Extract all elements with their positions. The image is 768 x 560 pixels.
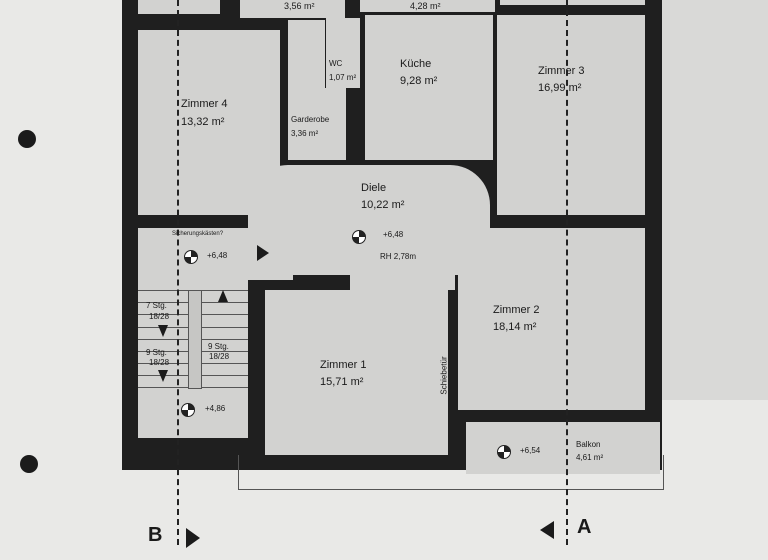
bad-area: 3,56 m² (282, 1, 317, 11)
zimmer2-name: Zimmer 2 (493, 304, 540, 316)
stair-up-arrow-icon (218, 290, 228, 302)
zimmer4-area: 13,32 m² (181, 116, 225, 128)
room-wc (326, 18, 360, 88)
room-top-left (138, 0, 220, 14)
paper-shadow (662, 0, 768, 400)
punch-hole (18, 130, 36, 148)
balkon-name: Balkon (576, 440, 601, 449)
zimmer3-area: 16,99 m² (538, 82, 582, 94)
stair-down-arrow-icon (158, 370, 168, 382)
section-line-b (177, 0, 179, 545)
punch-hole (20, 455, 38, 473)
stair-level-bottom: +4,86 (205, 404, 226, 413)
flight3-ratio: 18/28 (209, 352, 230, 361)
room-zimmer2 (458, 228, 645, 410)
stair-landing (248, 228, 293, 280)
section-a-arrow-icon (540, 521, 554, 539)
kueche-area: 9,28 m² (400, 75, 438, 87)
wc-area: 1,07 m² (329, 73, 357, 82)
level-marker-icon (497, 445, 511, 459)
entrance-arrow-icon (257, 245, 269, 261)
zimmer1-name: Zimmer 1 (320, 359, 367, 371)
flight1: 7 Stg. (146, 301, 167, 310)
stair-note: Sicherungskästen? (172, 231, 224, 237)
balkon-level: +6,54 (520, 446, 541, 455)
stair-level-top: +6,48 (207, 251, 228, 260)
level-marker-icon (184, 250, 198, 264)
room-zimmer1 (265, 290, 448, 455)
flight2: 9 Stg. (146, 348, 167, 357)
stair-spine (188, 290, 202, 389)
room-garderobe-lower (288, 88, 346, 160)
garderobe-area: 3,36 m² (291, 129, 319, 138)
room-top-right (500, 0, 645, 5)
room-balkon (466, 422, 660, 474)
section-b-arrow-icon (186, 528, 200, 548)
balcony-outline (238, 455, 664, 490)
flight3: 9 Stg. (208, 342, 229, 351)
room-diele-lower (350, 260, 455, 290)
level-marker-icon (352, 230, 366, 244)
wc-name: WC (329, 59, 343, 68)
diele-name: Diele (361, 182, 387, 194)
top-mid-area: 4,28 m² (408, 1, 443, 11)
flight1-ratio: 18/28 (149, 312, 170, 321)
garderobe-name: Garderobe (291, 115, 330, 124)
zimmer3-name: Zimmer 3 (538, 65, 585, 77)
diele-level: +6,48 (383, 230, 404, 239)
flight2-ratio: 18/28 (149, 358, 170, 367)
room-zimmer3 (497, 15, 645, 215)
balkon-area: 4,61 m² (576, 453, 604, 462)
schiebetuer-label: Schiebetür (439, 356, 449, 395)
zimmer1-area: 15,71 m² (320, 376, 364, 388)
zimmer4-name: Zimmer 4 (181, 98, 228, 110)
section-b-label: B (148, 524, 163, 546)
section-a-label: A (577, 516, 592, 538)
zimmer2-area: 18,14 m² (493, 321, 537, 333)
kueche-name: Küche (400, 58, 432, 70)
level-marker-icon (181, 403, 195, 417)
room-kueche (365, 15, 493, 160)
stair-down-arrow-icon (158, 325, 168, 337)
section-line-a (566, 0, 568, 545)
diele-area: 10,22 m² (361, 199, 405, 211)
diele-height: RH 2,78m (380, 252, 417, 261)
